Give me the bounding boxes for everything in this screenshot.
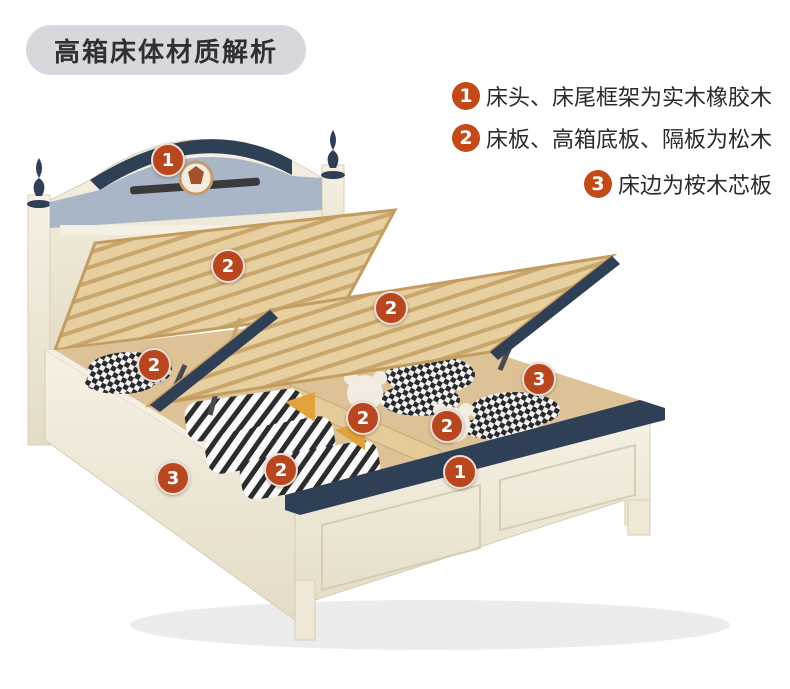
left-finial [33, 158, 45, 196]
legend-item-2: 2 床板、高箱底板、隔板为松木 [451, 122, 772, 154]
right-foot-leg [627, 499, 651, 536]
legend-item-1: 1 床头、床尾框架为实木橡胶木 [451, 80, 772, 112]
marker-side-rail: 3 [156, 461, 190, 495]
footboard-top-rail [285, 400, 665, 515]
legend-text-2: 床板、高箱底板、隔板为松木 [485, 128, 772, 153]
headboard-arch [90, 139, 292, 190]
page-title: 高箱床体材质解析 [26, 25, 306, 75]
floor-shadow [130, 600, 730, 650]
marker-divider-b: 2 [430, 409, 464, 443]
headboard-blue-panel [50, 157, 322, 228]
right-finial [327, 130, 339, 168]
marker-front-board: 2 [374, 291, 408, 325]
legend-number-2: 2 [451, 124, 480, 152]
marker-right-rail: 3 [522, 362, 556, 396]
marker-back-board: 2 [211, 249, 245, 283]
marker-center-base: 2 [264, 453, 298, 487]
marker-footboard: 1 [443, 455, 477, 489]
marker-left-storage: 2 [137, 348, 171, 382]
left-foot-leg [294, 579, 316, 641]
legend-number-3: 3 [583, 170, 612, 198]
legend-text-3: 床边为桉木芯板 [617, 174, 772, 199]
legend-item-3: 3 床边为桉木芯板 [583, 168, 772, 200]
legend-text-1: 床头、床尾框架为实木橡胶木 [485, 86, 772, 111]
legend-number-1: 1 [451, 82, 480, 110]
footboard-inset-left [321, 483, 481, 592]
marker-divider-a: 2 [346, 401, 380, 435]
footboard-inset-right [499, 443, 636, 532]
marker-headboard: 1 [151, 143, 185, 177]
